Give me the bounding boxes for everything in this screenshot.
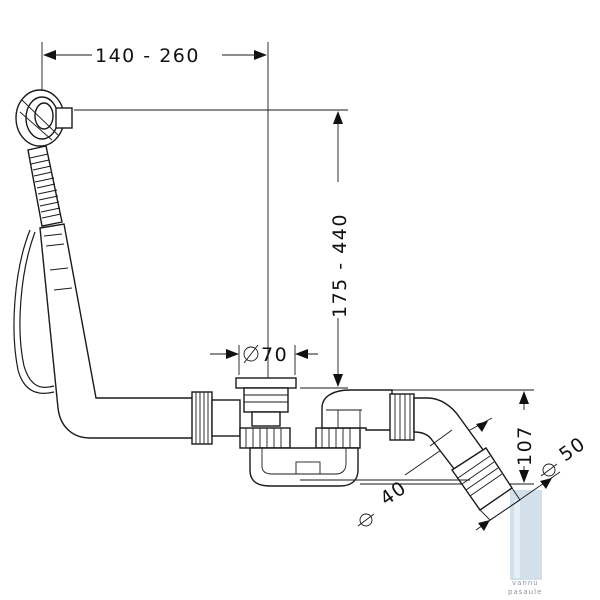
trap-nut-right — [315, 427, 361, 449]
dimension-label-d40: 40 — [376, 476, 411, 510]
right-union-nut — [389, 393, 415, 441]
trap-nut-left — [239, 427, 291, 449]
watermark-line1: vannu — [512, 579, 539, 587]
waste-body — [235, 377, 297, 427]
dimension-waste-diameter: 70 — [210, 344, 318, 375]
dimension-label-140-260: 140 - 260 — [95, 45, 200, 67]
overflow-flexible-hose — [27, 145, 63, 227]
dimension-label-175-440: 175 - 440 — [329, 213, 351, 318]
watermark: vannu pasaule — [508, 490, 542, 596]
dimension-label-d50: 50 — [555, 432, 590, 466]
u-trap — [249, 447, 359, 487]
trap-riser — [321, 389, 393, 431]
dimension-label-d70: 70 — [261, 344, 288, 366]
overflow-head — [15, 89, 73, 147]
dimension-overflow-vertical: 175 - 440 — [74, 109, 351, 389]
dimension-overflow-horizontal: 140 - 260 — [41, 42, 269, 395]
dimension-label-107: 107 — [514, 425, 536, 466]
watermark-line2: pasaule — [508, 588, 542, 596]
overflow-pipe — [39, 223, 201, 439]
overflow-cable — [13, 229, 55, 394]
left-union-nut — [191, 391, 241, 445]
